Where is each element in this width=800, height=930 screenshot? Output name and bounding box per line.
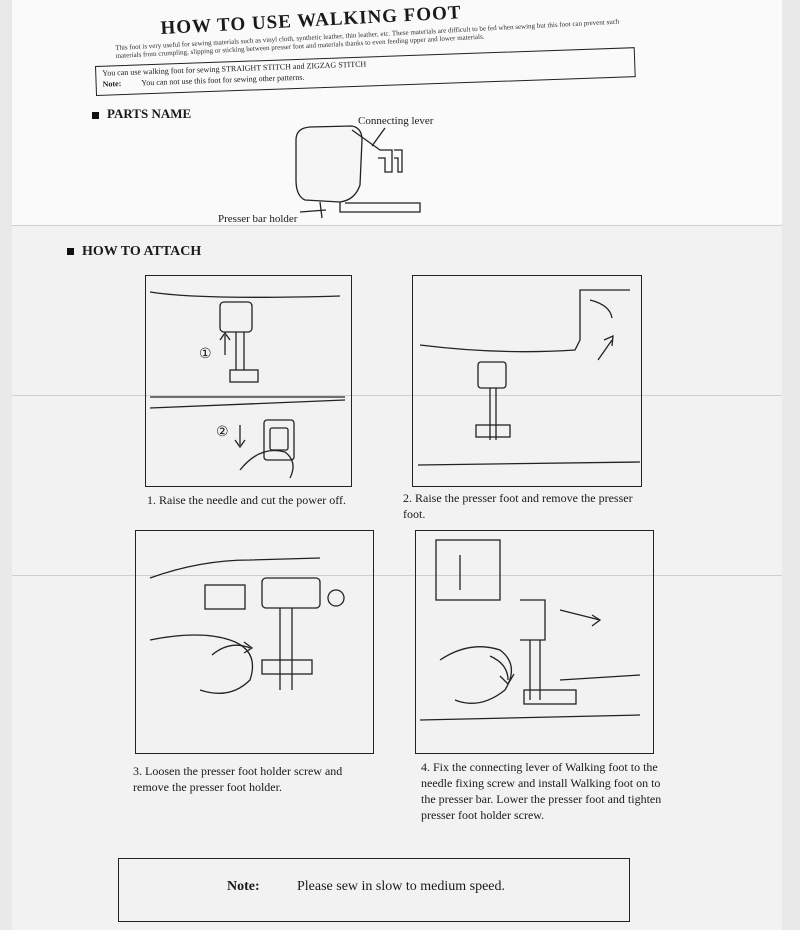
bullet-icon: [67, 248, 74, 255]
bottom-note-text: Please sew in slow to medium speed.: [297, 879, 505, 895]
walking-foot-drawing: [296, 126, 420, 218]
step-marker-1: ①: [199, 346, 212, 363]
figure-2: [412, 275, 642, 487]
caption-step-2: 2. Raise the presser foot and remove the…: [403, 490, 643, 522]
step-marker-2: ②: [216, 424, 229, 441]
figure-4: [415, 530, 654, 754]
attach-heading-text: HOW TO ATTACH: [82, 244, 201, 259]
bottom-note-label: Note:: [227, 879, 260, 895]
caption-step-3: 3. Loosen the presser foot holder screw …: [133, 763, 373, 795]
figure-3: [135, 530, 374, 754]
caption-step-1: 1. Raise the needle and cut the power of…: [147, 492, 387, 508]
figure-1: [145, 275, 352, 487]
caption-step-4: 4. Fix the connecting lever of Walking f…: [421, 759, 671, 823]
attach-heading: HOW TO ATTACH: [67, 244, 201, 260]
bottom-note-box: Note: Please sew in slow to medium speed…: [118, 858, 630, 922]
